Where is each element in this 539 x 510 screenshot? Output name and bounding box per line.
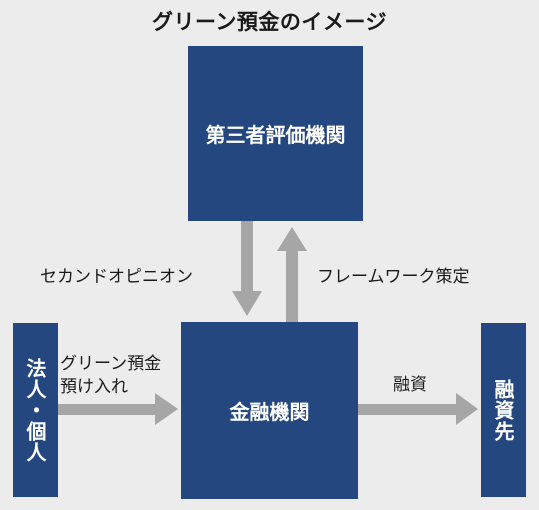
diagram-title: グリーン預金のイメージ	[151, 10, 388, 34]
evaluator-box: 第三者評価機関	[188, 46, 363, 221]
bank-box: 金融機関	[181, 322, 358, 499]
borrower-box: 融資先	[481, 323, 526, 497]
financing-label: 融資	[393, 375, 427, 395]
arrow-up-bank-to-evaluator	[277, 227, 307, 322]
arrow-down-evaluator-to-bank	[232, 221, 262, 316]
corporate-box: 法人・個人	[13, 323, 58, 497]
corporate-label: 法人・個人	[23, 357, 47, 463]
evaluator-label: 第三者評価機関	[205, 123, 346, 147]
arrow-right-corporate-to-bank	[58, 393, 178, 425]
deposit-label-line1: グリーン預金	[60, 354, 162, 374]
deposit-label-line2: 預け入れ	[60, 377, 128, 397]
framework-label: フレームワーク策定	[317, 267, 470, 287]
borrower-label: 融資先	[491, 378, 515, 442]
second-opinion-label: セカンドオピニオン	[40, 267, 193, 287]
bank-label: 金融機関	[229, 400, 310, 424]
arrow-right-bank-to-borrower	[358, 393, 478, 425]
